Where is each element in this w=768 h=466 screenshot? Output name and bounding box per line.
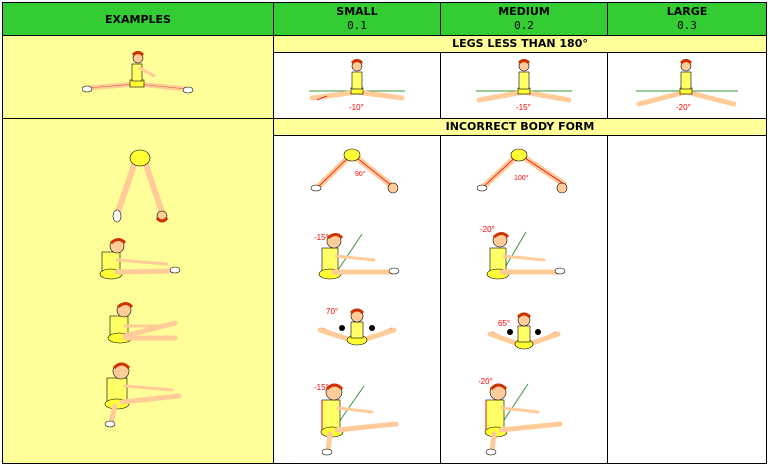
straddle-example-figure [107,302,178,344]
legs-medium-degree: -15° [516,103,531,112]
section-legs-title: LEGS LESS THAN 180° [452,37,588,50]
header-large-value: 0.3 [677,19,697,32]
section-legs-band: LEGS LESS THAN 180° [273,35,767,53]
straddle-medium-degree: 65° [498,319,510,328]
jump-medium-figure: -20° [478,377,563,456]
header-small-value: 0.1 [347,19,367,32]
examples-cell-form [2,118,274,464]
legs-small-figure: -10° [309,59,405,112]
legs-small-degree: -10° [349,103,364,112]
jump-example-figure [104,362,182,428]
section-form-band: INCORRECT BODY FORM [273,118,767,136]
jump-medium-degree: -20° [478,377,493,386]
sit-small-degree: -15° [314,233,329,242]
header-large-label: LARGE [666,5,708,18]
pike-small-figure: 90° [310,148,399,194]
header-medium-value: 0.2 [514,19,534,32]
header-medium: MEDIUM 0.2 [440,2,608,36]
sit-small-figure: -15° [314,233,400,280]
legs-large-degree: -20° [676,103,691,112]
pike-example-figure [112,149,169,223]
pike-small-degree: 90° [355,170,366,178]
legs-large-figure: -20° [636,59,738,112]
header-small: SMALL 0.1 [273,2,441,36]
jump-small-degree: -15° [314,383,329,392]
section-form-title: INCORRECT BODY FORM [445,120,595,133]
split-example-figure [82,51,194,94]
header-large: LARGE 0.3 [607,2,767,36]
sit-medium-figure: -20° [480,225,566,280]
straddle-medium-figure: 65° [487,312,561,350]
straddle-small-figure: 70° [317,307,397,346]
legs-medium-figure: -15° [476,59,572,112]
sit-medium-degree: -20° [480,225,495,234]
sit-example-figure [99,238,181,280]
straddle-small-degree: 70° [326,307,338,316]
header-medium-label: MEDIUM [498,5,550,18]
header-examples-label: EXAMPLES [105,13,171,26]
form-large-cell [607,135,767,464]
header-examples: EXAMPLES [2,2,274,36]
header-small-label: SMALL [336,5,378,18]
pike-medium-figure: 100° [476,148,568,194]
pike-medium-degree: 100° [514,174,529,182]
jump-small-figure: -15° [314,383,399,456]
